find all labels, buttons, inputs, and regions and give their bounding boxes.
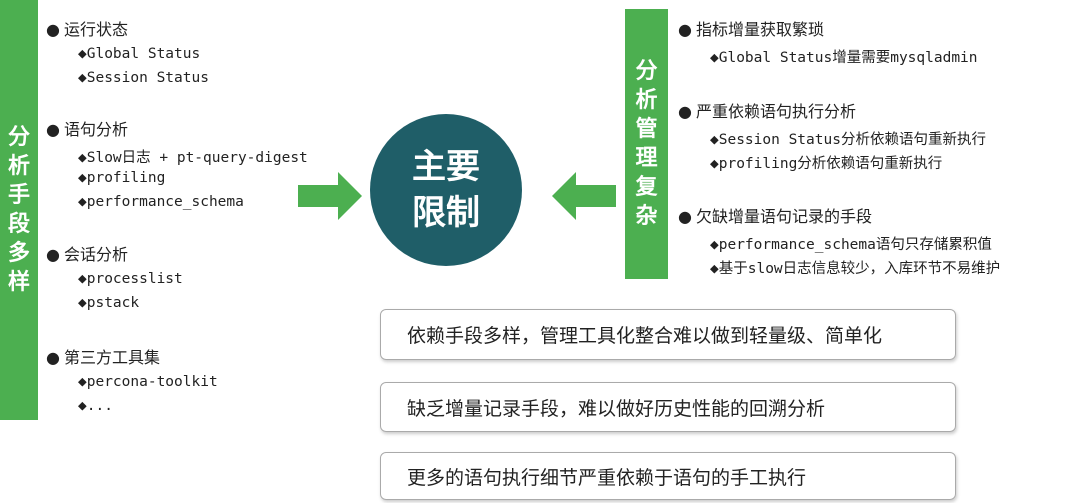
list-item: Global Status增量需要mysqladmin [710,46,978,70]
list-item: 基于slow日志信息较少，入库环节不易维护 [710,257,1000,281]
group-heading: 指标增量获取繁琐 [678,16,978,40]
right-group-1: 严重依赖语句执行分析 Session Status分析依赖语句重新执行 prof… [678,98,986,176]
center-line1: 主要 [412,147,480,187]
main-limit-circle: 主要限制 [370,114,522,266]
left-group-0: 运行状态 Global Status Session Status [46,16,209,94]
left-group-2: 会话分析 processlist pstack [46,241,183,319]
group-heading: 语句分析 [46,116,308,140]
summary-box-2: 缺乏增量记录手段，难以做好历史性能的回溯分析 [380,382,956,432]
right-title: 分析管理复杂 [635,59,658,229]
left-title-bar: 分析手段多样 [0,0,38,420]
list-item: performance_schema语句只存储累积值 [710,233,1000,257]
center-line2: 限制 [412,193,480,233]
group-heading: 会话分析 [46,241,183,265]
left-group-3: 第三方工具集 percona-toolkit ... [46,344,218,422]
left-group-1: 语句分析 Slow日志 + pt-query-digest profiling … [46,116,308,218]
group-heading: 第三方工具集 [46,344,218,368]
left-arrow-icon [552,172,616,220]
right-arrow-icon [298,172,362,220]
right-group-2: 欠缺增量语句记录的手段 performance_schema语句只存储累积值 基… [678,203,1000,281]
list-item: profiling [78,170,308,194]
group-heading: 严重依赖语句执行分析 [678,98,986,122]
list-item: percona-toolkit [78,374,218,398]
list-item: processlist [78,271,183,295]
left-title: 分析手段多样 [8,125,31,295]
list-item: Global Status [78,46,209,70]
right-group-0: 指标增量获取繁琐 Global Status增量需要mysqladmin [678,16,978,70]
summary-box-1: 依赖手段多样，管理工具化整合难以做到轻量级、简单化 [380,309,956,360]
list-item: profiling分析依赖语句重新执行 [710,152,986,176]
list-item: performance_schema [78,194,308,218]
list-item: ... [78,398,218,422]
list-item: Session Status分析依赖语句重新执行 [710,128,986,152]
summary-box-3: 更多的语句执行细节严重依赖于语句的手工执行 [380,452,956,500]
list-item: Slow日志 + pt-query-digest [78,146,308,170]
list-item: pstack [78,295,183,319]
group-heading: 运行状态 [46,16,209,40]
list-item: Session Status [78,70,209,94]
right-title-bar: 分析管理复杂 [625,9,668,279]
group-heading: 欠缺增量语句记录的手段 [678,203,1000,227]
